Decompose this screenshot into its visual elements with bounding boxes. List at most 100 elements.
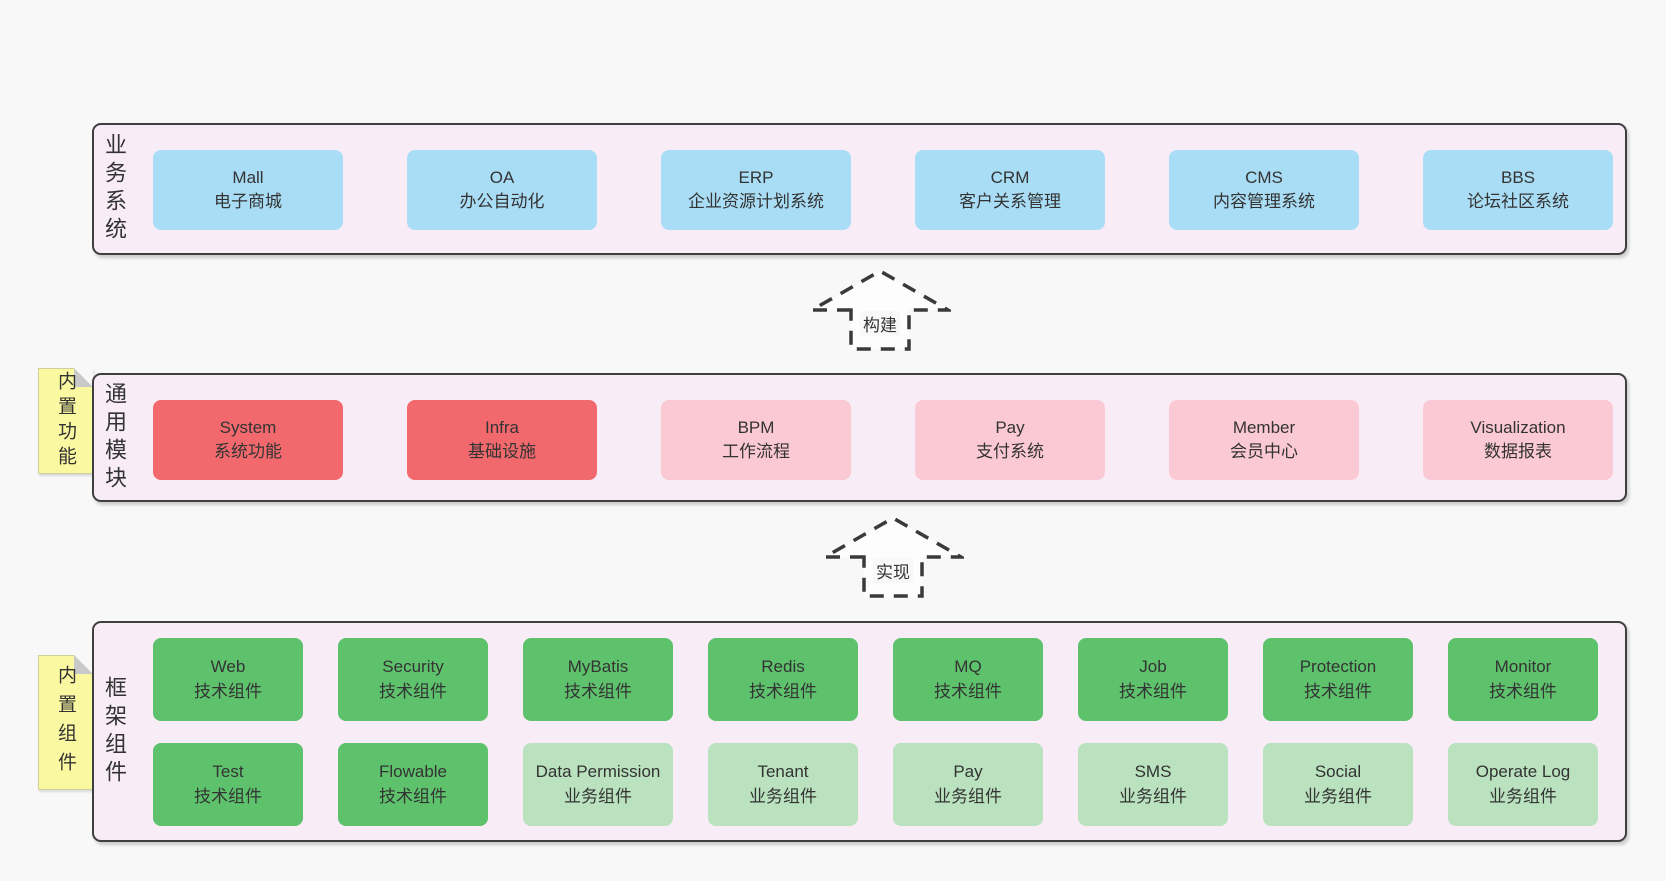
box-subtitle: 技术组件 <box>1304 681 1372 701</box>
framework-components-section: 框架组件 Web 技术组件 Security 技术组件 MyBatis 技术组件… <box>92 621 1627 842</box>
box-subtitle: 客户关系管理 <box>959 192 1061 211</box>
box-name: System <box>219 417 277 437</box>
box-job: Job 技术组件 <box>1078 638 1228 721</box>
box-name: BPM <box>737 417 775 437</box>
box-name: Pay <box>953 762 983 782</box>
box-name: Social <box>1314 762 1362 782</box>
folded-corner-cut <box>74 368 93 387</box>
box-erp: ERP 企业资源计划系统 <box>661 150 851 230</box>
box-subtitle: 技术组件 <box>749 681 817 701</box>
box-name: BBS <box>1500 167 1536 187</box>
box-visualization: Visualization 数据报表 <box>1423 400 1613 480</box>
up-arrow-icon <box>809 268 951 351</box>
box-name: Tenant <box>757 762 809 782</box>
box-subtitle: 业务组件 <box>1489 786 1557 806</box>
implement-arrow-label: 实现 <box>873 558 913 583</box>
box-name: ERP <box>738 167 774 187</box>
builtin-components-sticky-note: 内置组件 <box>38 655 93 790</box>
box-name: Monitor <box>1494 657 1552 677</box>
box-name: Web <box>210 657 246 677</box>
box-subtitle: 办公自动化 <box>459 192 545 211</box>
box-subtitle: 技术组件 <box>1489 681 1557 701</box>
box-name: Visualization <box>1470 417 1566 437</box>
box-system: System 系统功能 <box>153 400 343 480</box>
box-subtitle: 会员中心 <box>1230 442 1298 461</box>
folded-corner-cut <box>74 655 93 674</box>
business-box-row: Mall 电子商城 OA 办公自动化 ERP 企业资源计划系统 CRM 客户关系… <box>153 150 1613 230</box>
box-name: CMS <box>1245 167 1283 187</box>
box-operate-log: Operate Log 业务组件 <box>1448 743 1598 826</box>
box-subtitle: 业务组件 <box>749 786 817 806</box>
box-security: Security 技术组件 <box>338 638 488 721</box>
box-subtitle: 数据报表 <box>1484 442 1552 461</box>
box-social: Social 业务组件 <box>1263 743 1413 826</box>
box-name: OA <box>489 167 515 187</box>
box-subtitle: 技术组件 <box>194 681 262 701</box>
business-section-label: 业务系统 <box>102 133 127 245</box>
box-oa: OA 办公自动化 <box>407 150 597 230</box>
box-name: Operate Log <box>1475 762 1571 782</box>
box-subtitle: 内容管理系统 <box>1213 192 1315 211</box>
box-name: CRM <box>990 167 1030 187</box>
box-subtitle: 电子商城 <box>214 192 282 211</box>
box-subtitle: 业务组件 <box>1304 786 1372 806</box>
box-subtitle: 业务组件 <box>564 786 632 806</box>
box-infra: Infra 基础设施 <box>407 400 597 480</box>
modules-section-label: 通用模块 <box>102 381 127 494</box>
box-name: Pay <box>995 417 1025 437</box>
box-mq: MQ 技术组件 <box>893 638 1043 721</box>
common-modules-section: 通用模块 System 系统功能 Infra 基础设施 BPM 工作流程 Pay… <box>92 373 1627 502</box>
box-mall: Mall 电子商城 <box>153 150 343 230</box>
box-subtitle: 支付系统 <box>976 442 1044 461</box>
box-tenant: Tenant 业务组件 <box>708 743 858 826</box>
box-web: Web 技术组件 <box>153 638 303 721</box>
up-arrow-icon <box>822 515 964 598</box>
box-subtitle: 技术组件 <box>1119 681 1187 701</box>
builtin-features-sticky-note: 内置功能 <box>38 368 93 474</box>
implement-arrow: 实现 <box>822 514 964 600</box>
box-subtitle: 技术组件 <box>934 681 1002 701</box>
business-systems-section: 业务系统 Mall 电子商城 OA 办公自动化 ERP 企业资源计划系统 CRM… <box>92 123 1627 255</box>
box-name: Mall <box>232 167 264 187</box>
sticky-note-label: 内置功能 <box>55 371 76 471</box>
box-data-permission: Data Permission 业务组件 <box>523 743 673 826</box>
box-name: MyBatis <box>567 657 629 677</box>
box-subtitle: 技术组件 <box>564 681 632 701</box>
box-name: Infra <box>484 417 520 437</box>
box-subtitle: 基础设施 <box>468 442 536 461</box>
build-arrow: 构建 <box>809 267 951 353</box>
box-bbs: BBS 论坛社区系统 <box>1423 150 1613 230</box>
box-subtitle: 工作流程 <box>722 442 790 461</box>
box-name: Redis <box>761 657 805 677</box>
components-box-row-2: Test 技术组件 Flowable 技术组件 Data Permission … <box>153 743 1598 826</box>
modules-box-row: System 系统功能 Infra 基础设施 BPM 工作流程 Pay 支付系统… <box>153 400 1613 480</box>
box-protection: Protection 技术组件 <box>1263 638 1413 721</box>
box-monitor: Monitor 技术组件 <box>1448 638 1598 721</box>
components-box-row-1: Web 技术组件 Security 技术组件 MyBatis 技术组件 Redi… <box>153 638 1598 721</box>
box-name: Security <box>382 657 444 677</box>
box-subtitle: 企业资源计划系统 <box>688 192 824 211</box>
box-name: Flowable <box>378 762 448 782</box>
sticky-note-label: 内置组件 <box>55 664 76 781</box>
box-name: SMS <box>1134 762 1172 782</box>
box-name: Data Permission <box>535 762 661 782</box>
box-subtitle: 技术组件 <box>379 786 447 806</box>
box-member: Member 会员中心 <box>1169 400 1359 480</box>
components-section-label: 框架组件 <box>102 675 127 788</box>
box-name: Protection <box>1299 657 1377 677</box>
box-sms: SMS 业务组件 <box>1078 743 1228 826</box>
box-name: MQ <box>954 657 982 677</box>
box-subtitle: 技术组件 <box>194 786 262 806</box>
box-redis: Redis 技术组件 <box>708 638 858 721</box>
box-pay-module: Pay 支付系统 <box>915 400 1105 480</box>
box-subtitle: 业务组件 <box>934 786 1002 806</box>
box-flowable: Flowable 技术组件 <box>338 743 488 826</box>
box-name: Job <box>1139 657 1167 677</box>
box-name: Test <box>212 762 244 782</box>
box-bpm: BPM 工作流程 <box>661 400 851 480</box>
box-subtitle: 技术组件 <box>379 681 447 701</box>
box-subtitle: 论坛社区系统 <box>1467 192 1569 211</box>
box-mybatis: MyBatis 技术组件 <box>523 638 673 721</box>
box-subtitle: 系统功能 <box>214 442 282 461</box>
